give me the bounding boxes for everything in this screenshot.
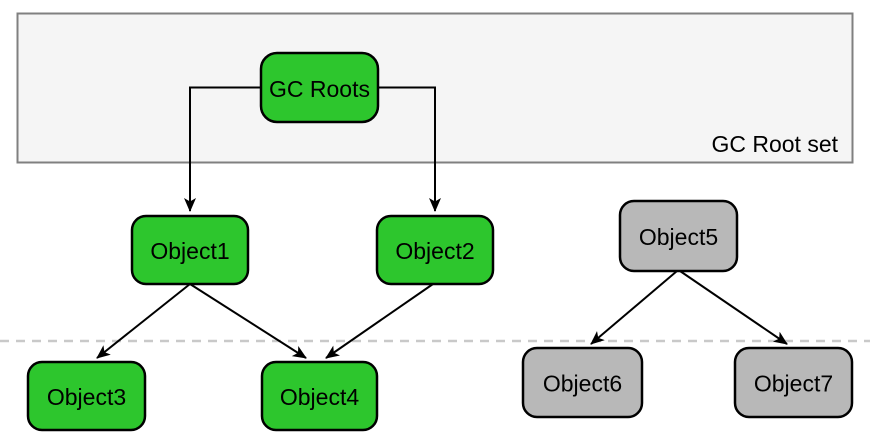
edge-gcroots-object2 (378, 86, 441, 212)
object5-node (618, 199, 739, 273)
object1-label: Object1 (150, 238, 229, 264)
edge-object1-object3 (96, 283, 191, 359)
object3-label: Object3 (47, 384, 126, 410)
object2-label: Object2 (395, 238, 474, 264)
object1-node (130, 214, 250, 286)
object7-node (733, 346, 854, 419)
object4-node (260, 360, 379, 432)
gc-root-set-label: GC Root set (711, 131, 838, 157)
gc-roots-node (259, 51, 380, 124)
object7-label: Object7 (754, 371, 833, 397)
object6-node (521, 346, 644, 419)
gc-roots-label: GC Roots (269, 76, 370, 102)
edge-object5-object6 (590, 270, 678, 345)
object3-node (26, 360, 147, 432)
object6-label: Object6 (543, 371, 622, 397)
edge-gcroots-object1 (184, 86, 261, 212)
object2-node (375, 214, 495, 286)
object4-label: Object4 (280, 384, 359, 410)
edge-object2-object4 (325, 283, 434, 359)
edge-object1-object4 (189, 283, 307, 359)
object5-label: Object5 (639, 224, 718, 250)
edge-object5-object7 (679, 270, 788, 345)
